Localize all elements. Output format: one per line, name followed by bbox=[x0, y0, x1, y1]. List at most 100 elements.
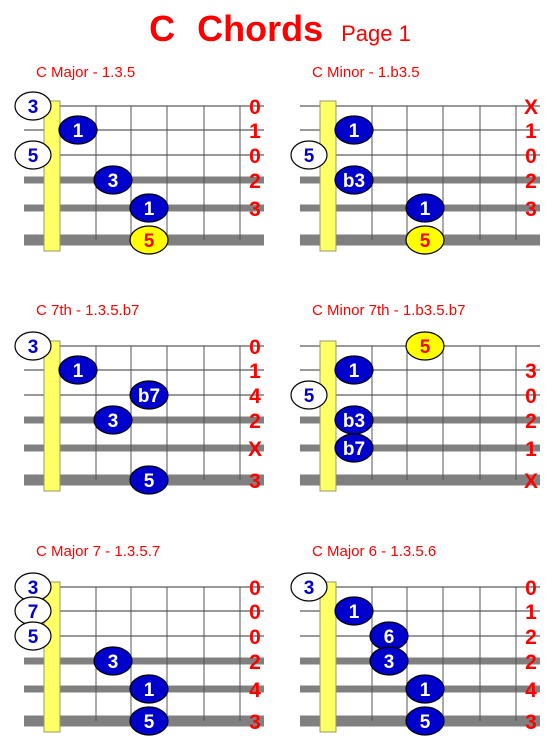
string-line bbox=[300, 416, 540, 424]
fret-marker: 4 bbox=[525, 679, 537, 702]
finger-dot bbox=[334, 115, 374, 145]
open-string-circle bbox=[14, 91, 52, 121]
fret-marker: 0 bbox=[525, 145, 537, 168]
finger-dot-label: 1 bbox=[144, 680, 155, 701]
open-string-circle bbox=[290, 572, 328, 602]
fret-marker: X bbox=[524, 96, 538, 119]
fret-marker: 3 bbox=[525, 711, 537, 734]
open-string-label: 3 bbox=[304, 578, 315, 599]
open-string-label: 3 bbox=[28, 337, 39, 358]
string-line bbox=[24, 176, 264, 184]
open-string-circle bbox=[14, 140, 52, 170]
chord-title-c-major: C Major - 1.3.5 bbox=[36, 64, 136, 81]
fret-marker: 0 bbox=[249, 626, 261, 649]
page-title-key: C bbox=[149, 8, 176, 49]
finger-dot-label: 6 bbox=[384, 627, 395, 648]
finger-dot-label: 3 bbox=[108, 652, 119, 673]
finger-dot bbox=[129, 465, 169, 495]
fret-marker: 3 bbox=[525, 198, 537, 221]
chord-title-c-major-7: C Major 7 - 1.3.5.7 bbox=[36, 543, 161, 560]
open-string-circle bbox=[290, 140, 328, 170]
string-line bbox=[24, 369, 264, 371]
string-line bbox=[300, 444, 540, 452]
string-line bbox=[300, 635, 540, 637]
fret-marker: 2 bbox=[525, 170, 537, 193]
finger-dot-label: 3 bbox=[108, 411, 119, 432]
fret-marker: 3 bbox=[525, 360, 537, 383]
fret-marker: 2 bbox=[525, 626, 537, 649]
finger-dot bbox=[405, 331, 445, 361]
finger-dot-label: 3 bbox=[384, 652, 395, 673]
fret-marker: 3 bbox=[249, 198, 261, 221]
finger-dot-label: 1 bbox=[73, 361, 84, 382]
string-line bbox=[24, 105, 264, 107]
finger-dot bbox=[93, 405, 133, 435]
finger-dot-label: 1 bbox=[349, 121, 360, 142]
page-subtitle: Page 1 bbox=[341, 21, 411, 46]
finger-dot bbox=[58, 115, 98, 145]
finger-dot bbox=[405, 193, 445, 223]
string-line bbox=[24, 416, 264, 424]
string-line bbox=[300, 369, 540, 371]
string-line bbox=[24, 586, 264, 588]
fret-marker: 0 bbox=[249, 145, 261, 168]
fret-marker: 0 bbox=[525, 385, 537, 408]
finger-dot-label: b7 bbox=[343, 439, 365, 460]
finger-dot bbox=[405, 225, 445, 255]
string-line bbox=[24, 657, 264, 665]
string-line bbox=[24, 345, 264, 347]
fret-marker: 1 bbox=[249, 360, 261, 383]
finger-dot-label: b7 bbox=[138, 386, 160, 407]
chord-title-c-minor-7th: C Minor 7th - 1.b3.5.b7 bbox=[312, 302, 466, 319]
string-line bbox=[300, 176, 540, 184]
finger-dot-label: b3 bbox=[343, 171, 365, 192]
open-string-label: 5 bbox=[28, 627, 39, 648]
fret-marker: 2 bbox=[525, 651, 537, 674]
string-line bbox=[300, 129, 540, 131]
open-string-circle bbox=[14, 331, 52, 361]
finger-dot bbox=[405, 674, 445, 704]
nut bbox=[319, 340, 337, 492]
fret-marker: X bbox=[524, 470, 538, 493]
fret-marker: 4 bbox=[249, 679, 261, 702]
finger-dot-label: 1 bbox=[349, 602, 360, 623]
string-line bbox=[300, 586, 540, 588]
string-line bbox=[300, 474, 540, 486]
open-string-circle bbox=[14, 621, 52, 651]
open-string-label: 5 bbox=[304, 386, 315, 407]
finger-dot bbox=[334, 165, 374, 195]
finger-dot-label: 1 bbox=[349, 361, 360, 382]
fret-marker: 2 bbox=[249, 651, 261, 674]
string-line bbox=[24, 610, 264, 612]
finger-dot-label: 5 bbox=[420, 337, 431, 358]
fret-marker: 4 bbox=[249, 385, 261, 408]
finger-dot bbox=[369, 646, 409, 676]
fret-marker: 2 bbox=[249, 170, 261, 193]
string-line bbox=[300, 394, 540, 396]
finger-dot-label: 1 bbox=[420, 199, 431, 220]
nut bbox=[319, 581, 337, 733]
finger-dot bbox=[334, 433, 374, 463]
open-string-label: 5 bbox=[28, 146, 39, 167]
open-string-label: 7 bbox=[28, 602, 39, 623]
nut bbox=[43, 100, 61, 252]
finger-dot bbox=[129, 193, 169, 223]
fret-marker: 0 bbox=[525, 577, 537, 600]
nut bbox=[319, 100, 337, 252]
fret-marker: 0 bbox=[249, 96, 261, 119]
string-line bbox=[24, 154, 264, 156]
nut bbox=[43, 340, 61, 492]
open-string-label: 3 bbox=[28, 578, 39, 599]
fret-marker: 1 bbox=[249, 120, 261, 143]
finger-dot-label: 1 bbox=[144, 199, 155, 220]
finger-dot-label: 1 bbox=[420, 680, 431, 701]
string-line bbox=[24, 129, 264, 131]
fret-marker: 1 bbox=[525, 438, 537, 461]
